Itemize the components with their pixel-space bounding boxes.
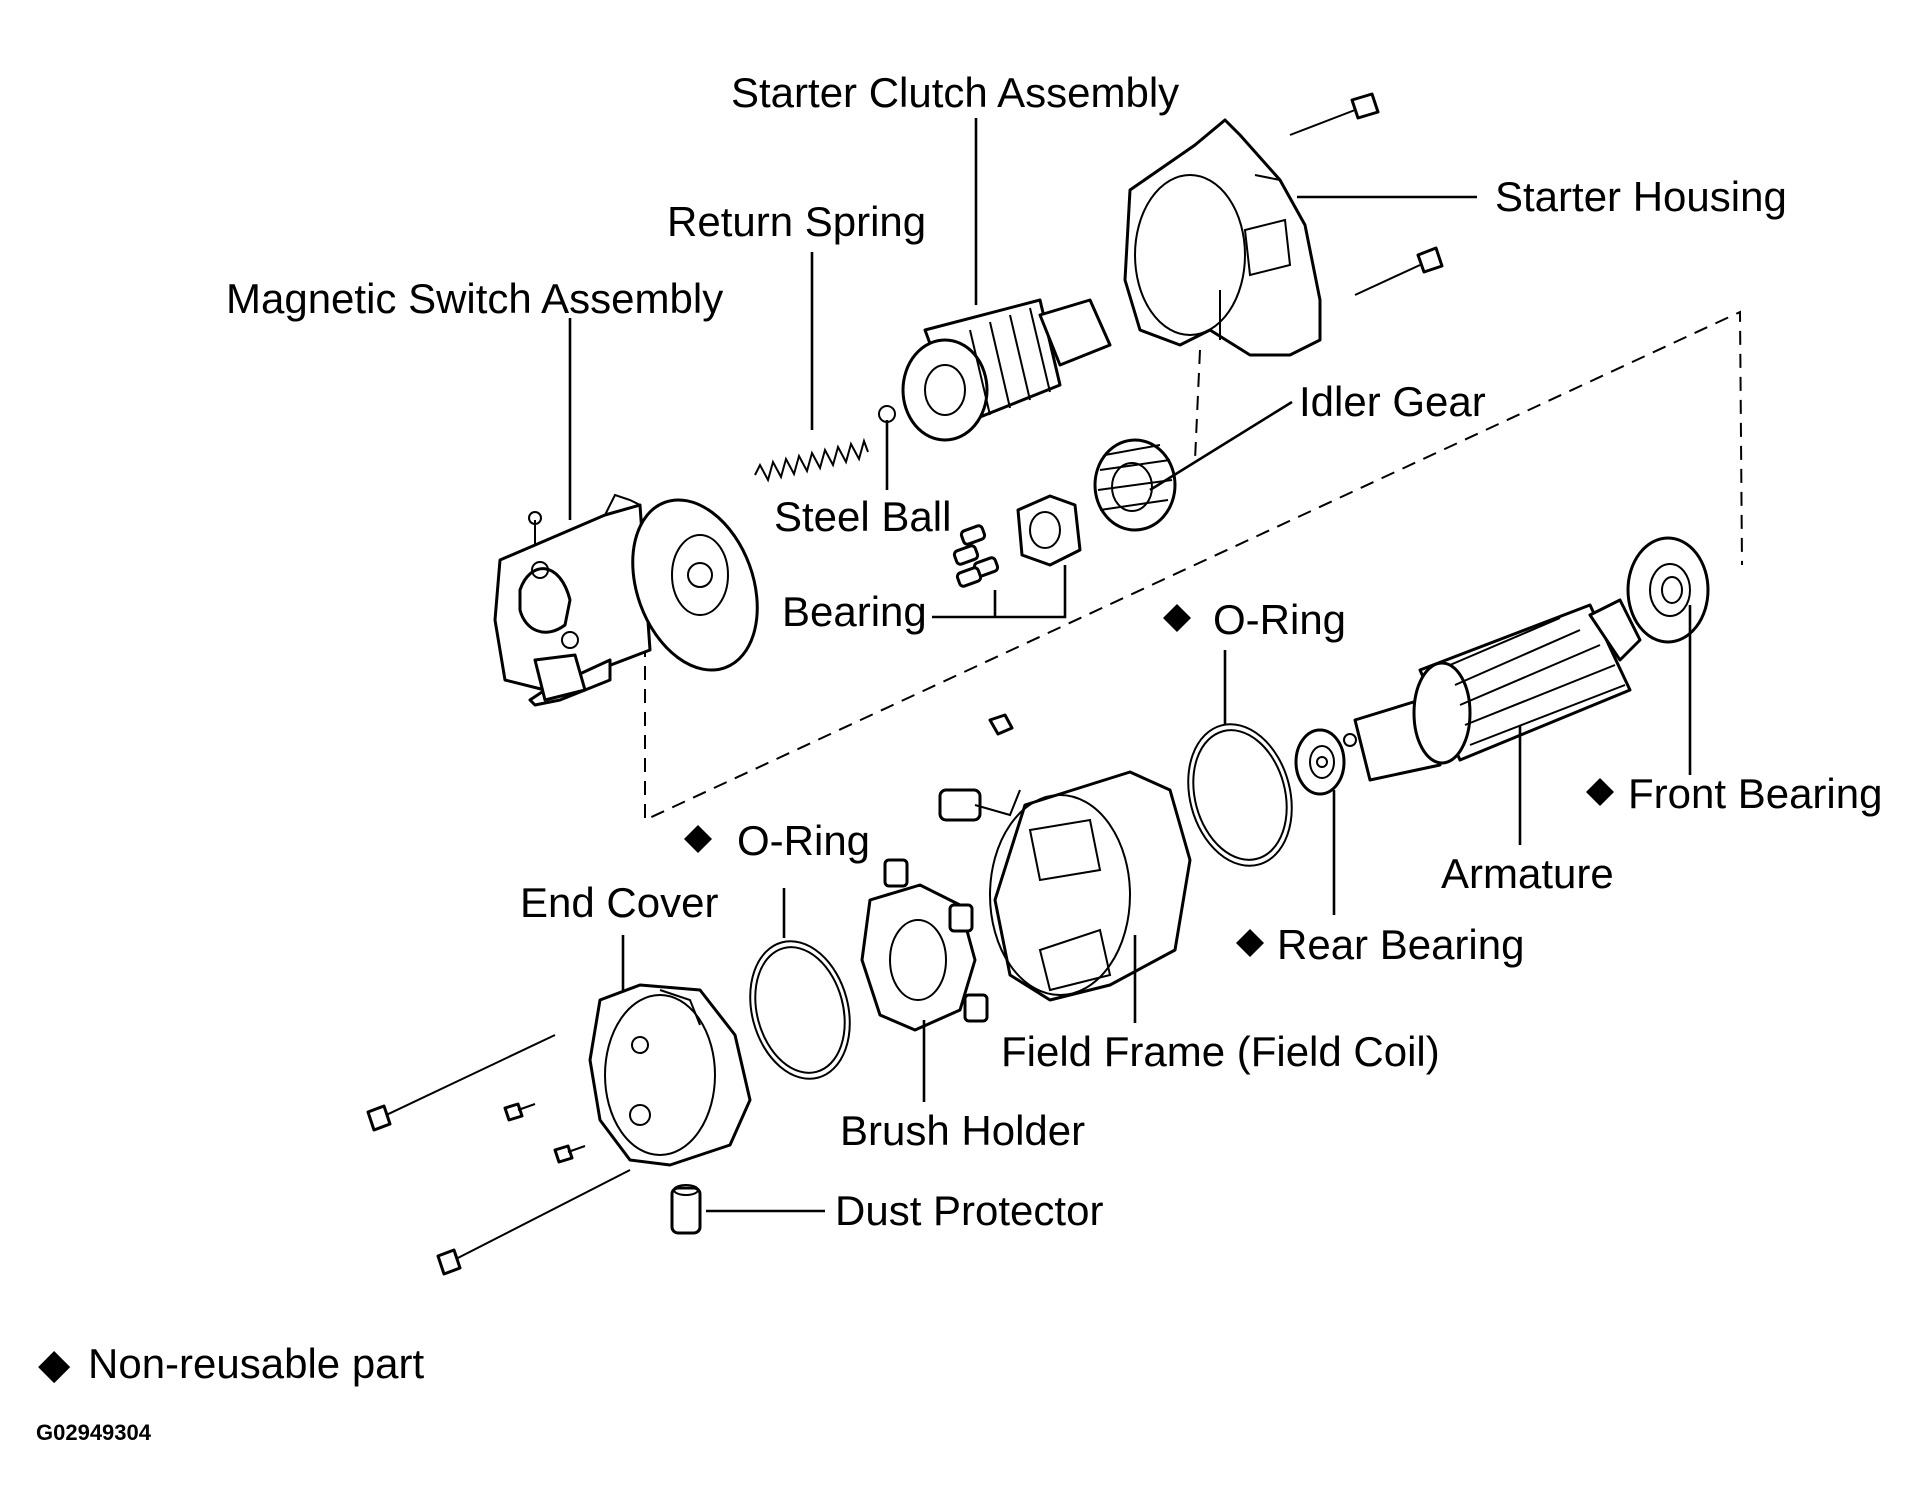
label-field-frame: Field Frame (Field Coil)	[1001, 1028, 1440, 1075]
rear-bearing-part	[1294, 728, 1346, 796]
starter-housing-part	[1123, 118, 1322, 357]
housing-bolts-part	[1289, 92, 1444, 296]
starter-clutch-part	[901, 298, 1112, 442]
label-bearing: Bearing	[782, 588, 927, 635]
label-steel-ball: Steel Ball	[774, 493, 951, 540]
field-frame-part	[989, 770, 1192, 1002]
o-ring-lower-part	[749, 940, 851, 1080]
figure-id: G02949304	[36, 1420, 152, 1445]
label-return-spring: Return Spring	[667, 198, 926, 245]
dust-protector-part	[670, 1184, 702, 1235]
label-starter-clutch-assembly: Starter Clutch Assembly	[731, 69, 1179, 116]
legend-text: Non-reusable part	[88, 1340, 425, 1387]
label-starter-housing: Starter Housing	[1495, 173, 1787, 220]
end-cover-bolts-part	[366, 1034, 631, 1276]
label-front-bearing: Front Bearing	[1628, 770, 1882, 817]
legend: ◆ Non-reusable part	[38, 1340, 425, 1387]
return-spring-part	[754, 405, 896, 483]
leader-lines	[568, 118, 1692, 1213]
non-reusable-markers	[684, 604, 1614, 957]
dashed-alignment-lines	[644, 310, 1743, 822]
legend-symbol: ◆	[38, 1340, 71, 1387]
diamond-marker-o-ring-lower	[684, 825, 712, 853]
front-bearing-part	[1626, 536, 1710, 644]
magnetic-switch-part	[493, 493, 759, 707]
bearing-part	[952, 494, 1082, 588]
label-idler-gear: Idler Gear	[1299, 378, 1486, 425]
diamond-marker-o-ring-upper	[1163, 604, 1191, 632]
label-armature: Armature	[1441, 850, 1614, 897]
diamond-marker-rear-bearing	[1236, 929, 1264, 957]
label-o-ring-lower: O-Ring	[737, 817, 870, 864]
label-brush-holder: Brush Holder	[840, 1107, 1085, 1154]
armature-part	[1343, 598, 1642, 782]
end-cover-part	[588, 983, 752, 1167]
o-ring-upper-part	[1187, 723, 1293, 867]
brush-holder-part	[860, 713, 1021, 1032]
part-labels: Starter Clutch Assembly Starter Housing …	[226, 69, 1882, 1234]
label-rear-bearing: Rear Bearing	[1277, 921, 1524, 968]
label-end-cover: End Cover	[520, 879, 718, 926]
label-o-ring-upper: O-Ring	[1213, 596, 1346, 643]
diamond-marker-front-bearing	[1586, 778, 1614, 806]
label-dust-protector: Dust Protector	[835, 1187, 1103, 1234]
label-magnetic-switch-assembly: Magnetic Switch Assembly	[226, 275, 723, 322]
idler-gear-part	[1093, 438, 1177, 532]
